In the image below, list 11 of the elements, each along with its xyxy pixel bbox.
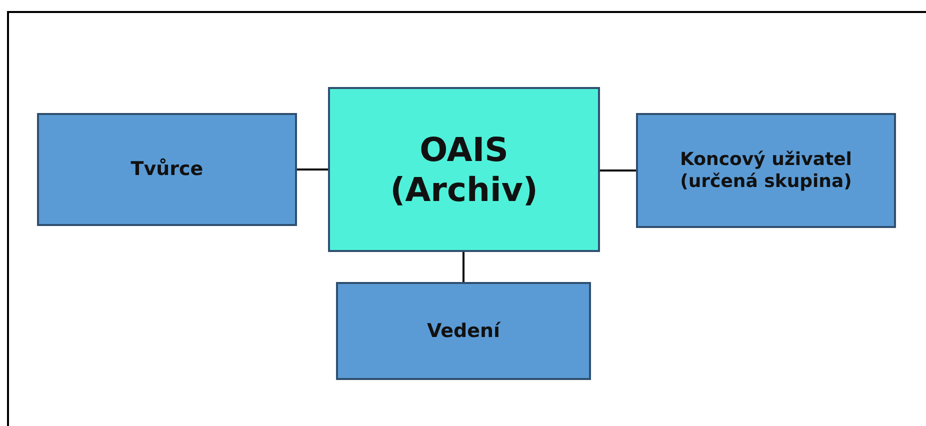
archive-box (328, 87, 600, 252)
connector-line (462, 252, 464, 282)
connector-line (297, 168, 328, 170)
box-label: Koncový uživatel (určená skupina) (679, 148, 853, 192)
entity-box (636, 113, 896, 228)
entity-box (37, 113, 297, 226)
box-label: Vedení (426, 320, 500, 342)
box-label: OAIS (Archiv) (389, 130, 539, 210)
entity-box (336, 282, 591, 380)
box-label: Tvůrce (130, 158, 204, 181)
connector-line (600, 170, 636, 172)
